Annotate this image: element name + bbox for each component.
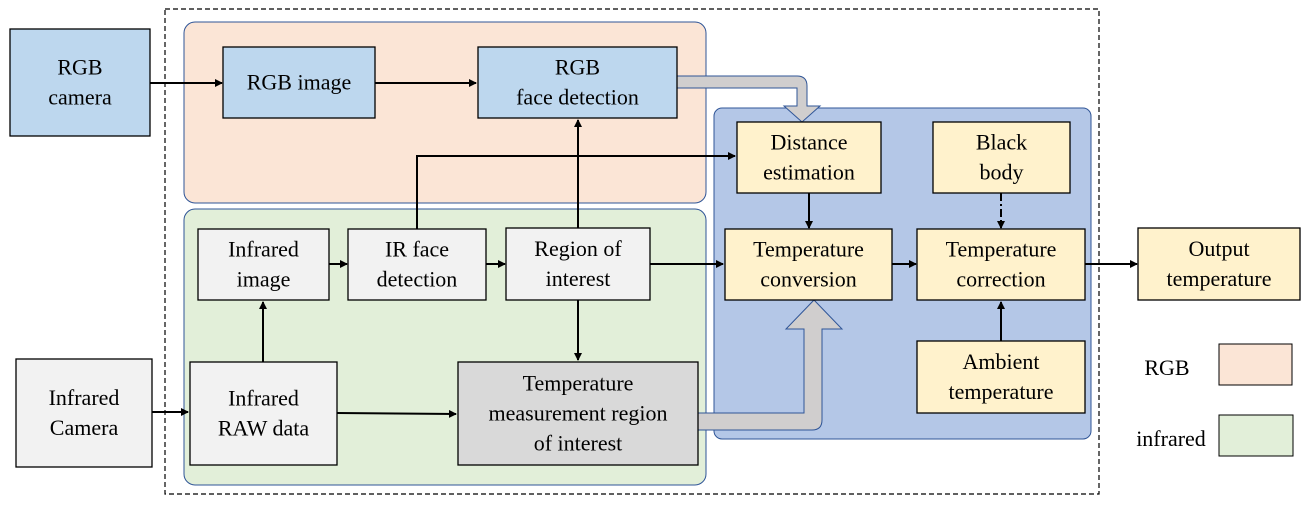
node-label: Distance bbox=[771, 130, 848, 155]
node-rgb-image: RGB image bbox=[222, 46, 376, 119]
node-label: image bbox=[237, 267, 291, 292]
legend: RGB infrared bbox=[1136, 343, 1294, 457]
node-label: Output bbox=[1188, 236, 1249, 261]
node-temperature-conversion: Temperature conversion bbox=[724, 228, 893, 301]
node-box bbox=[1137, 227, 1301, 301]
node-box bbox=[724, 228, 893, 301]
node-label: RAW data bbox=[218, 416, 310, 441]
system-boundary bbox=[164, 8, 1100, 495]
node-ir-face-detection: IR face detection bbox=[347, 228, 487, 301]
node-label: Region of bbox=[534, 236, 622, 261]
node-label: interest bbox=[546, 266, 611, 291]
node-output-temperature: Output temperature bbox=[1137, 227, 1301, 301]
node-label: RGB bbox=[57, 55, 102, 80]
node-label: Temperature bbox=[946, 237, 1057, 262]
node-box bbox=[457, 361, 699, 466]
node-label: temperature bbox=[1166, 266, 1271, 291]
node-label: Infrared bbox=[228, 237, 299, 262]
node-box bbox=[9, 28, 151, 137]
node-temperature-correction: Temperature correction bbox=[916, 228, 1086, 301]
connectors bbox=[150, 79, 1138, 418]
node-label: estimation bbox=[763, 160, 855, 185]
node-box bbox=[477, 46, 678, 119]
node-box bbox=[736, 121, 882, 194]
legend-swatch-infrared bbox=[1218, 414, 1294, 457]
node-ambient-temperature: Ambient temperature bbox=[916, 340, 1086, 414]
node-distance-estimation: Distance estimation bbox=[736, 121, 882, 194]
node-box bbox=[15, 358, 153, 468]
node-region-of-interest: Region of interest bbox=[505, 227, 651, 301]
node-label: of interest bbox=[534, 431, 623, 456]
node-label: Infrared bbox=[228, 386, 299, 411]
node-box bbox=[916, 340, 1086, 414]
node-label: Temperature bbox=[753, 237, 864, 262]
edge-ir-face-to-distance bbox=[416, 152, 736, 230]
node-label: Camera bbox=[50, 415, 119, 440]
legend-label-infrared: infrared bbox=[1136, 426, 1206, 451]
node-box bbox=[189, 361, 338, 466]
legend-label-rgb: RGB bbox=[1144, 355, 1189, 380]
node-label: detection bbox=[377, 267, 458, 292]
node-label: face detection bbox=[516, 85, 639, 110]
node-box bbox=[347, 228, 487, 301]
node-box bbox=[505, 227, 651, 301]
node-label: Infrared bbox=[49, 385, 120, 410]
node-label: correction bbox=[956, 267, 1045, 292]
node-box bbox=[197, 228, 330, 301]
node-label: camera bbox=[48, 85, 112, 110]
fat-arrow-rgb-to-distance bbox=[676, 75, 822, 123]
legend-swatch-rgb bbox=[1218, 343, 1293, 386]
node-label: conversion bbox=[760, 267, 857, 292]
node-box bbox=[222, 46, 376, 119]
node-label: Ambient bbox=[963, 349, 1040, 374]
node-label: RGB image bbox=[247, 70, 352, 95]
node-label: measurement region bbox=[489, 401, 668, 426]
node-box bbox=[932, 121, 1071, 194]
node-label: temperature bbox=[948, 379, 1053, 404]
node-box bbox=[916, 228, 1086, 301]
fat-arrow-roi-to-conversion bbox=[697, 299, 844, 431]
edge-raw-to-measurement bbox=[336, 409, 457, 418]
node-label: RGB bbox=[555, 55, 600, 80]
node-label: Black bbox=[976, 130, 1027, 155]
node-infrared-image: Infrared image bbox=[197, 228, 330, 301]
node-temp-measurement-roi: Temperature measurement region of interest bbox=[457, 361, 699, 466]
node-black-body: Black body bbox=[932, 121, 1071, 194]
node-label: Temperature bbox=[523, 371, 634, 396]
node-label: body bbox=[980, 160, 1024, 185]
node-rgb-face-detection: RGB face detection bbox=[477, 46, 678, 119]
node-label: IR face bbox=[385, 237, 449, 262]
node-rgb-camera: RGB camera bbox=[9, 28, 151, 137]
